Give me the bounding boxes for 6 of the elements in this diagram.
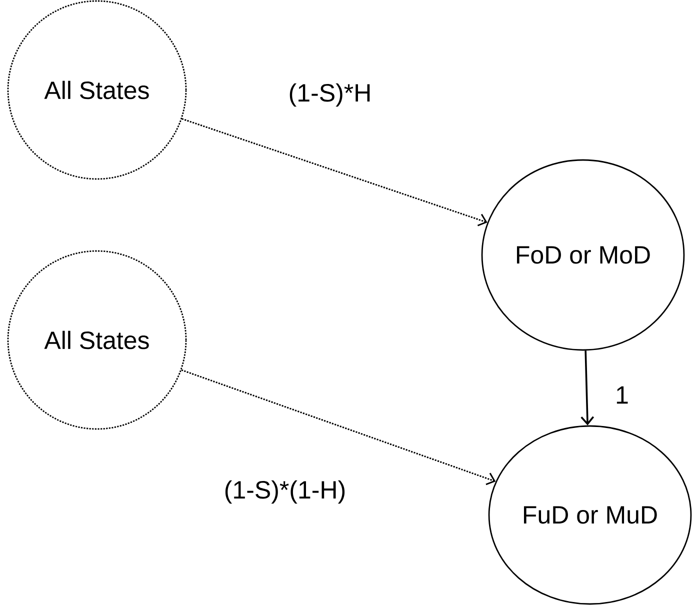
edge-label: (1-S)*H: [290, 83, 370, 107]
arrow: [181, 369, 496, 486]
edge-label: (1-S)*(1-H): [225, 480, 345, 504]
arrow: [182, 118, 488, 226]
arrow: [580, 350, 594, 426]
edge-label: 1: [616, 386, 628, 404]
